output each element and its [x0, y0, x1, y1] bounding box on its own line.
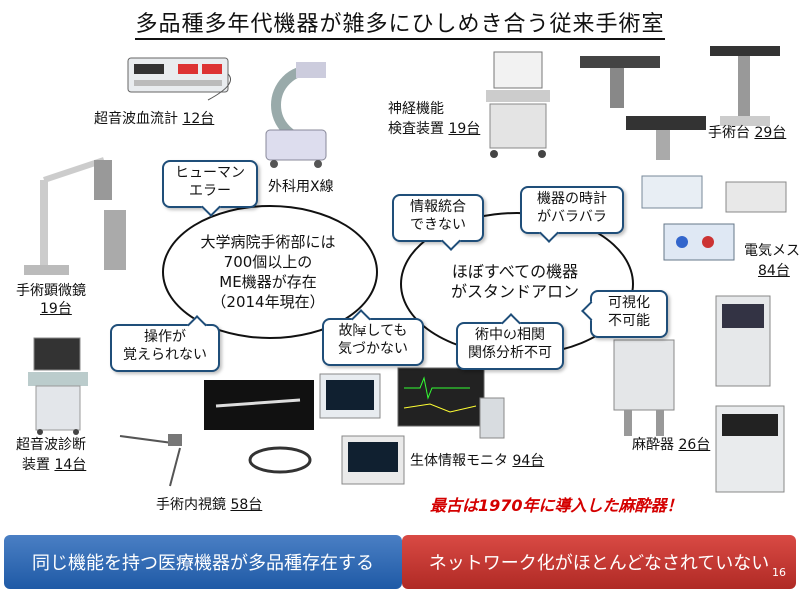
left-ellipse-text: 大学病院手術部には 700個以上の ME機器が存在 （2014年現在）	[200, 233, 336, 311]
bottom-bar-left: 同じ機能を持つ医療機器が多品種存在する	[4, 535, 402, 589]
electrosurgical-unit-image	[641, 175, 787, 261]
esu-label: 電気メス	[744, 243, 800, 259]
monitor-label: 生体情報モニタ 94台	[410, 453, 545, 469]
endoscope-label: 手術内視鏡 58台	[156, 497, 263, 513]
patient-monitor-image	[319, 367, 505, 485]
microscope-count: 19台	[40, 301, 72, 317]
doppler-flowmeter-image	[127, 57, 231, 101]
oldest-device-note: 最古は1970年に導入した麻酔器！	[430, 496, 683, 515]
microscope-label: 手術顕微鏡	[16, 283, 86, 299]
page-number: 16	[772, 566, 786, 579]
bubble-human-error: ヒューマンエラー	[162, 160, 258, 217]
slide-title: 多品種多年代機器が雑多にひしめき合う従来手術室	[0, 6, 800, 40]
esu-count: 84台	[758, 263, 790, 279]
c-arm-xray-image	[265, 62, 327, 168]
ultrasound-image	[28, 337, 88, 435]
bubble-correlation: 術中の相関関係分析不可	[456, 313, 564, 370]
right-ellipse-text: ほぼすべての機器 がスタンドアロン	[450, 262, 579, 301]
left-ellipse	[162, 205, 378, 339]
doppler-label: 超音波血流計 12台	[94, 111, 215, 127]
bubble-hard-to-learn: 操作が覚えられない	[110, 315, 220, 372]
anesthesia-label: 麻酔器 26台	[632, 437, 711, 453]
bubble-no-integration: 情報統合できない	[392, 194, 484, 251]
xray-label: 外科用X線	[268, 179, 334, 195]
bottom-bar-right: ネットワーク化がほとんどなされていない 16	[402, 535, 796, 589]
ultrasound-label-2: 装置 14台	[22, 457, 87, 473]
bubble-failure: 故障しても気づかない	[322, 309, 424, 366]
anesthesia-machine-image	[613, 295, 785, 493]
nerve-testing-image	[486, 51, 550, 158]
endoscope-image	[119, 380, 314, 487]
nerve-label-2: 検査装置 19台	[388, 121, 481, 137]
table-label: 手術台 29台	[708, 125, 787, 141]
operating-table-image	[580, 46, 780, 160]
bubble-not-visible: 可視化不可能	[581, 290, 668, 338]
surgical-microscope-image	[24, 157, 126, 275]
nerve-label: 神経機能	[388, 101, 444, 117]
bubble-clock: 機器の時計がバラバラ	[520, 186, 624, 243]
ultrasound-label: 超音波診断	[16, 437, 86, 453]
